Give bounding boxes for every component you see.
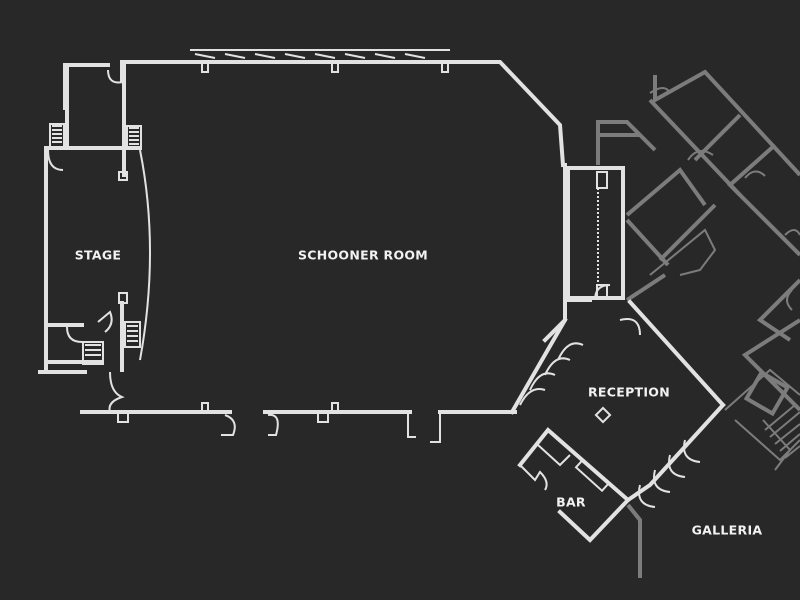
bar-walls [517,427,631,543]
reception-label: RECEPTION [587,384,671,400]
adjacent-building-walls [596,69,800,578]
stage-label: STAGE [74,247,122,263]
reception-walls [509,284,726,508]
bar-label: BAR [556,494,586,510]
galleria-label: GALLERIA [691,522,763,538]
schooner-room-walls [80,49,625,443]
stage-walls [38,60,151,413]
reception-column [594,406,612,424]
schooner-room-label: SCHOONER ROOM [297,247,429,263]
service-corridor [566,166,625,300]
